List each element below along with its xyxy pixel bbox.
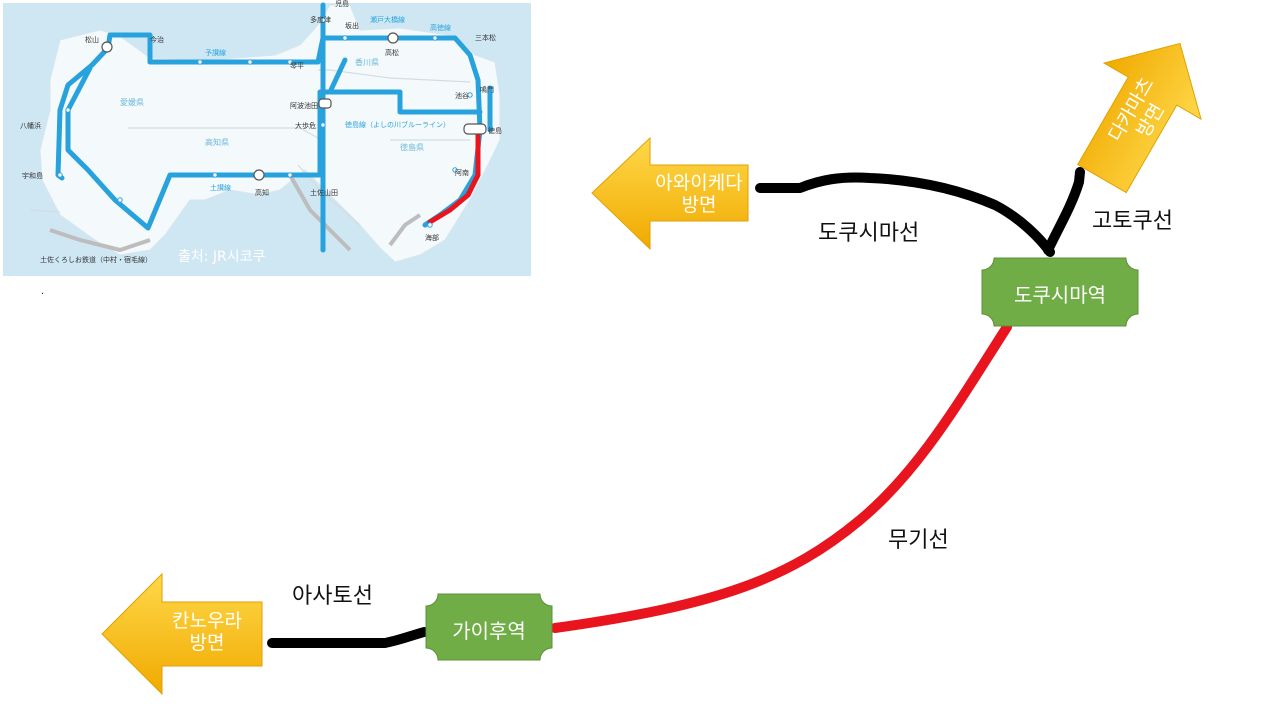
mugi-line-label: 무기선 [888, 528, 949, 553]
svg-text:坂出: 坂出 [345, 21, 359, 30]
svg-text:児島: 児島 [335, 0, 349, 8]
kannoura-arrow-line1: 칸노우라 [172, 610, 242, 632]
svg-text:多度津: 多度津 [310, 15, 331, 24]
kaifu-station-label: 가이후역 [452, 619, 526, 643]
tokushima-line-label: 도쿠시마선 [818, 221, 920, 246]
svg-text:三本松: 三本松 [475, 33, 496, 42]
svg-text:大歩危: 大歩危 [295, 121, 316, 130]
mugi-line-route [550, 322, 1012, 633]
asato-line-route [267, 627, 429, 648]
svg-text:阿南: 阿南 [455, 168, 469, 177]
svg-text:海部: 海部 [425, 233, 439, 242]
svg-text:高知県: 高知県 [205, 137, 229, 147]
map-place-labels: 児島 多度津 坂出 瀬戸大橋線 高徳線 高松 三本松 香川県 予讃線 今治 松山… [20, 0, 502, 264]
map-stations [101, 32, 487, 181]
kannoura-direction-arrow [101, 572, 263, 696]
svg-text:八幡浜: 八幡浜 [20, 121, 41, 130]
map-source-label: 출처: JR시코쿠 [178, 249, 266, 265]
svg-text:瀬戸大橋線: 瀬戸大橋線 [370, 15, 405, 24]
svg-text:香川県: 香川県 [355, 57, 379, 67]
svg-text:今治: 今治 [150, 35, 164, 44]
svg-text:池谷: 池谷 [455, 91, 469, 100]
svg-text:宇和島: 宇和島 [22, 171, 43, 180]
svg-text:徳島: 徳島 [488, 126, 502, 135]
svg-text:愛媛県: 愛媛県 [120, 97, 144, 107]
kotoku-line-route [1043, 167, 1085, 255]
map-pref-borders [29, 69, 471, 226]
awaikeda-arrow-line2: 방면 [681, 194, 717, 216]
kannoura-arrow-label: 칸노우라 방면 [148, 610, 266, 654]
map-mugi-highlight [427, 127, 481, 225]
svg-text:高松: 高松 [385, 48, 399, 57]
svg-text:予讃線: 予讃線 [205, 48, 226, 57]
kaifu-station-box [425, 593, 553, 661]
svg-text:阿波池田: 阿波池田 [290, 101, 318, 110]
svg-text:琴平: 琴平 [290, 62, 304, 70]
stray-dot: . [41, 286, 44, 297]
tokushima-station-label: 도쿠시마역 [1014, 283, 1106, 307]
svg-text:土佐山田: 土佐山田 [310, 188, 338, 197]
svg-text:土佐くろしお鉄道（中村・宿毛線）: 土佐くろしお鉄道（中村・宿毛線） [40, 255, 152, 264]
map-land [39, 4, 501, 263]
asato-line-label: 아사토선 [292, 584, 373, 609]
svg-text:高知: 高知 [255, 188, 269, 197]
takamatsu-direction-arrow [1077, 42, 1202, 194]
kotoku-line-label: 고토쿠선 [1092, 209, 1173, 234]
svg-text:徳島県: 徳島県 [400, 142, 424, 152]
kannoura-arrow-line2: 방면 [189, 632, 225, 654]
svg-text:松山: 松山 [85, 35, 99, 44]
jr-shikoku-map: 児島 多度津 坂出 瀬戸大橋線 高徳線 高松 三本松 香川県 予讃線 今治 松山… [3, 0, 531, 276]
map-station-dots [57, 17, 473, 228]
awaikeda-arrow-label: 아와이케다 방면 [640, 172, 758, 216]
awaikeda-arrow-line1: 아와이케다 [655, 172, 743, 194]
svg-text:徳島線（よしの川ブルーライン）: 徳島線（よしの川ブルーライン） [345, 120, 450, 129]
tokushima-line-route [755, 172, 1055, 257]
tokushima-station-box [981, 257, 1139, 327]
svg-text:土讃線: 土讃線 [210, 183, 231, 192]
svg-text:鳴門: 鳴門 [480, 85, 494, 94]
svg-text:高徳線: 高徳線 [430, 23, 451, 32]
awaikeda-direction-arrow [591, 136, 749, 251]
map-private-lines [49, 174, 422, 253]
